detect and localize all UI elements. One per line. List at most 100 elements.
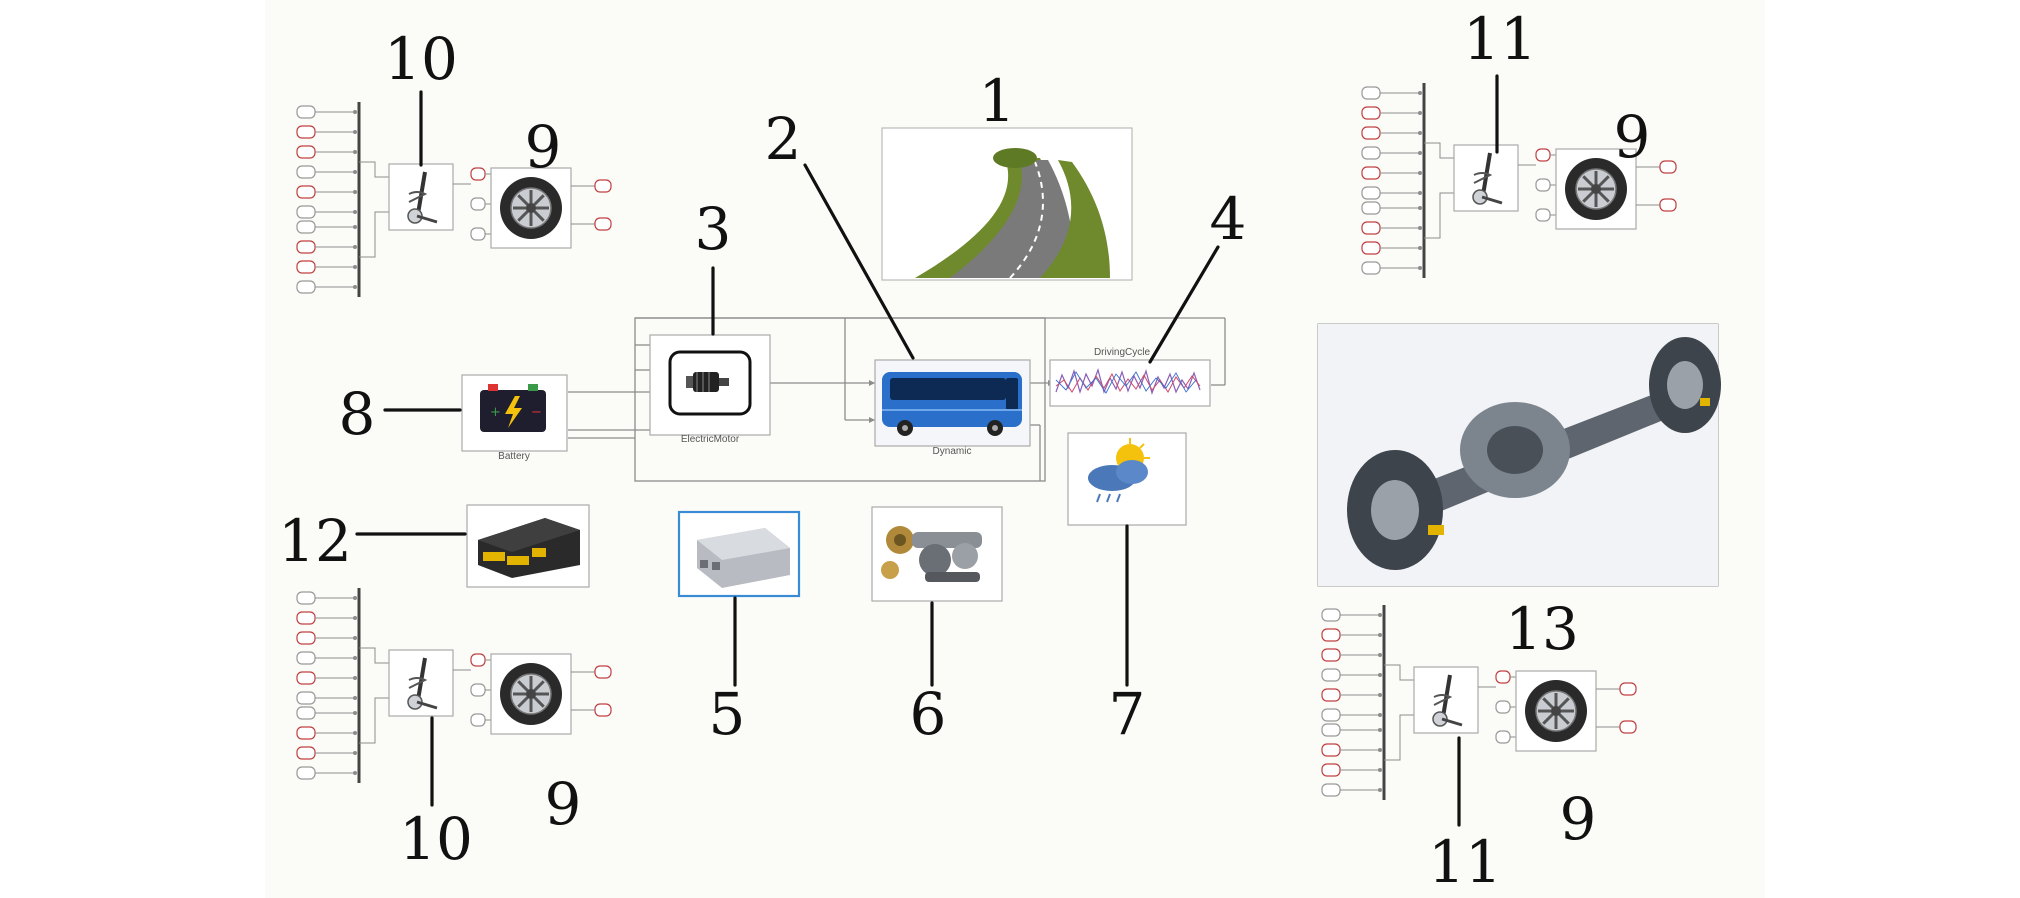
weather-block xyxy=(1067,432,1187,526)
callout-11-top: 11 xyxy=(1463,5,1537,73)
signal-port xyxy=(296,691,316,705)
signal-port xyxy=(296,611,316,625)
wheel-group-top-left xyxy=(296,102,612,297)
tire-icon xyxy=(500,663,562,725)
callout-3: 3 xyxy=(694,195,732,263)
gearbox-icon xyxy=(881,526,982,582)
signal-port xyxy=(1361,166,1381,180)
wheel-group-top-right xyxy=(1361,83,1677,278)
driving-cycle-block xyxy=(1049,359,1211,407)
signal-port xyxy=(1659,198,1677,212)
callout-leaders xyxy=(355,74,1499,827)
signal-port xyxy=(296,746,316,760)
signal-port xyxy=(1361,186,1381,200)
signal-port xyxy=(1361,86,1381,100)
callout-1: 1 xyxy=(978,67,1016,135)
wheel-group-bottom-right xyxy=(1321,605,1637,800)
signal-port xyxy=(296,706,316,720)
signal-port xyxy=(296,165,316,179)
driving-cycle-plot-icon xyxy=(1055,368,1201,395)
signal-port xyxy=(1619,720,1637,734)
bus-dynamic-block xyxy=(874,359,1031,447)
signal-port xyxy=(1495,700,1511,714)
signal-port xyxy=(296,671,316,685)
callout-6: 6 xyxy=(909,680,947,748)
svg-text:−: − xyxy=(531,405,542,420)
callout-9-top-left: 9 xyxy=(524,113,562,181)
wheel-groups xyxy=(296,83,1677,800)
signal-port xyxy=(296,766,316,780)
signal-port xyxy=(296,205,316,219)
callout-10-bottom: 10 xyxy=(399,805,473,873)
rear-axle-icon xyxy=(1318,324,1721,586)
signal-port xyxy=(1321,688,1341,702)
road-icon xyxy=(915,148,1110,279)
callout-5: 5 xyxy=(708,680,746,748)
signal-port xyxy=(470,653,486,667)
signal-port xyxy=(1321,723,1341,737)
inverter-block xyxy=(677,510,801,598)
callout-9-bottom-left: 9 xyxy=(544,770,582,838)
signal-port xyxy=(1361,221,1381,235)
inverter-icon xyxy=(697,528,790,588)
signal-port xyxy=(1659,160,1677,174)
signal-port xyxy=(1321,608,1341,622)
signal-port xyxy=(296,145,316,159)
tire-icon xyxy=(1565,158,1627,220)
signal-port xyxy=(470,683,486,697)
signal-port xyxy=(594,703,612,717)
callout-4: 4 xyxy=(1209,185,1247,253)
gearbox-block xyxy=(871,506,1003,602)
signal-port xyxy=(1321,743,1341,757)
callout-9-bottom-right: 9 xyxy=(1559,785,1597,853)
signal-port xyxy=(470,227,486,241)
weather-icon xyxy=(1088,438,1150,503)
signal-port xyxy=(296,185,316,199)
signal-port xyxy=(1361,106,1381,120)
signal-port xyxy=(470,713,486,727)
callout-13: 13 xyxy=(1505,595,1579,663)
signal-port xyxy=(1361,126,1381,140)
signal-port xyxy=(1321,628,1341,642)
signal-port xyxy=(1321,648,1341,662)
signal-port xyxy=(1361,261,1381,275)
signal-port xyxy=(470,167,486,181)
signal-port xyxy=(1535,148,1551,162)
callout-9-top-right: 9 xyxy=(1613,103,1651,171)
signal-port xyxy=(470,197,486,211)
tire-icon xyxy=(1525,680,1587,742)
signal-port xyxy=(1321,708,1341,722)
suspension-icon xyxy=(1472,152,1503,205)
svg-text:+: + xyxy=(490,405,501,420)
bus-icon xyxy=(882,372,1022,436)
signal-port xyxy=(296,240,316,254)
signal-port xyxy=(296,105,316,119)
signal-port xyxy=(1361,146,1381,160)
signal-port xyxy=(296,125,316,139)
electric-motor-icon xyxy=(686,372,729,392)
signal-port xyxy=(1535,178,1551,192)
signal-port xyxy=(594,217,612,231)
callout-10-top: 10 xyxy=(384,25,458,93)
signal-port xyxy=(1535,208,1551,222)
wheel-group-bottom-left xyxy=(296,588,612,783)
leader-2 xyxy=(803,163,915,360)
signal-port xyxy=(296,260,316,274)
electric-motor-label: ElectricMotor xyxy=(680,434,740,445)
callout-8: 8 xyxy=(338,380,376,448)
tire-icon xyxy=(500,177,562,239)
signal-port xyxy=(1361,201,1381,215)
signal-port xyxy=(1321,668,1341,682)
signal-port xyxy=(1495,670,1511,684)
electric-motor-block xyxy=(649,334,771,436)
signal-port xyxy=(1619,682,1637,696)
suspension-icon xyxy=(1432,674,1463,727)
road-block xyxy=(881,127,1133,281)
signal-port xyxy=(1321,783,1341,797)
callout-7: 7 xyxy=(1108,680,1146,748)
dynamic-label: Dynamic xyxy=(932,446,972,457)
battery-block: + − xyxy=(461,374,568,452)
signal-port xyxy=(296,220,316,234)
suspension-icon xyxy=(407,657,438,710)
